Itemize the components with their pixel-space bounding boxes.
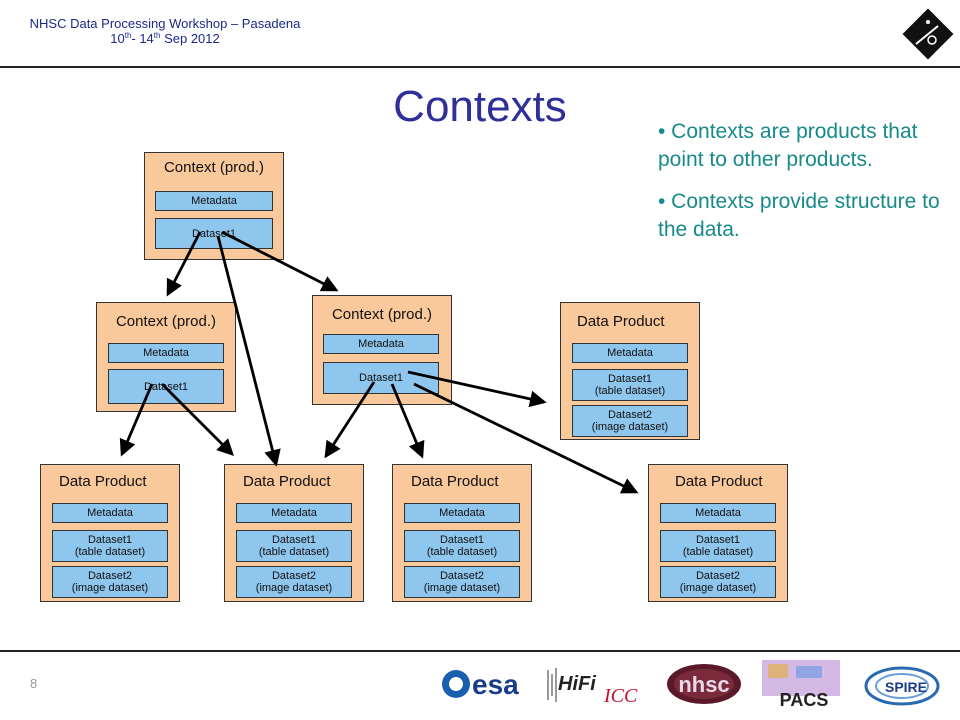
svg-text:ICC: ICC [603, 685, 638, 706]
context-box-left: Context (prod.) Metadata Dataset1 [96, 302, 236, 412]
data-product-box-bottom-3: Data Product Metadata Dataset1 (table da… [392, 464, 532, 602]
arrow [216, 235, 281, 467]
arrow [119, 383, 154, 457]
data-product-label: Data Product [411, 473, 499, 490]
context-label: Context (prod.) [331, 306, 433, 323]
data-product-box-bottom-2: Data Product Metadata Dataset1 (table da… [224, 464, 364, 602]
bullet-item: • Contexts provide structure to the data… [658, 190, 940, 241]
arrow [166, 231, 202, 297]
context-box-middle: Context (prod.) Metadata Dataset1 [312, 295, 452, 405]
data-product-label: Data Product [675, 473, 763, 490]
dataset1-table-cell: Dataset1 (table dataset) [660, 530, 776, 562]
dataset2-image-cell: Dataset2 (image dataset) [660, 566, 776, 598]
data-product-box-upper-right: Data Product Metadata Dataset1 (table da… [560, 302, 700, 440]
svg-text:nhsc: nhsc [678, 672, 729, 697]
arrow [221, 230, 339, 292]
pacs-logo: PACS [762, 660, 840, 710]
dataset1-table-cell: Dataset1 (table dataset) [572, 369, 688, 401]
arrow [407, 370, 547, 408]
arrow [324, 381, 376, 459]
data-product-label: Data Product [577, 313, 665, 330]
data-product-label: Data Product [59, 473, 147, 490]
metadata-cell: Metadata [404, 503, 520, 523]
hifi-icc-logo: HiFi ICC [547, 668, 638, 706]
page-number: 8 [30, 676, 38, 691]
bullet-list: • Contexts are products that point to ot… [658, 118, 948, 258]
herschel-logo [902, 8, 954, 60]
metadata-cell: Metadata [155, 191, 273, 211]
metadata-cell: Metadata [108, 343, 224, 363]
metadata-cell: Metadata [572, 343, 688, 363]
svg-text:SPIRE: SPIRE [885, 679, 927, 695]
metadata-cell: Metadata [236, 503, 352, 523]
data-product-label: Data Product [243, 473, 331, 490]
dataset1-table-cell: Dataset1 (table dataset) [404, 530, 520, 562]
metadata-cell: Metadata [660, 503, 776, 523]
arrow [161, 383, 234, 456]
dataset2-image-cell: Dataset2 (image dataset) [236, 566, 352, 598]
metadata-cell: Metadata [52, 503, 168, 523]
header-dates: 10th- 14th Sep 2012 [110, 31, 220, 46]
dataset1-table-cell: Dataset1 (table dataset) [52, 530, 168, 562]
header-divider [0, 66, 960, 68]
spire-logo: SPIRE [864, 666, 940, 706]
dataset1-cell: Dataset1 [155, 218, 273, 249]
dataset2-image-cell: Dataset2 (image dataset) [572, 405, 688, 437]
bullet-item: • Contexts are products that point to ot… [658, 120, 918, 171]
arrow [413, 382, 639, 494]
metadata-cell: Metadata [323, 334, 439, 354]
dataset2-image-cell: Dataset2 (image dataset) [404, 566, 520, 598]
context-box-top: Context (prod.) Metadata Dataset1 [144, 152, 284, 260]
dataset1-cell: Dataset1 [323, 362, 439, 394]
header-workshop-title: NHSC Data Processing Workshop – Pasadena [29, 16, 301, 31]
data-product-box-bottom-1: Data Product Metadata Dataset1 (table da… [40, 464, 180, 602]
svg-text:PACS: PACS [780, 690, 829, 710]
footer-divider [0, 650, 960, 652]
svg-text:HiFi: HiFi [558, 673, 596, 695]
arrow [390, 383, 425, 459]
esa-logo: esa [442, 669, 519, 700]
dataset1-table-cell: Dataset1 (table dataset) [236, 530, 352, 562]
slide-title: Contexts [393, 82, 567, 131]
dataset2-image-cell: Dataset2 (image dataset) [52, 566, 168, 598]
svg-text:esa: esa [472, 669, 519, 700]
context-label: Context (prod.) [115, 313, 217, 330]
context-label: Context (prod.) [163, 159, 265, 176]
data-product-box-bottom-4: Data Product Metadata Dataset1 (table da… [648, 464, 788, 602]
nhsc-logo: nhsc [667, 664, 741, 704]
